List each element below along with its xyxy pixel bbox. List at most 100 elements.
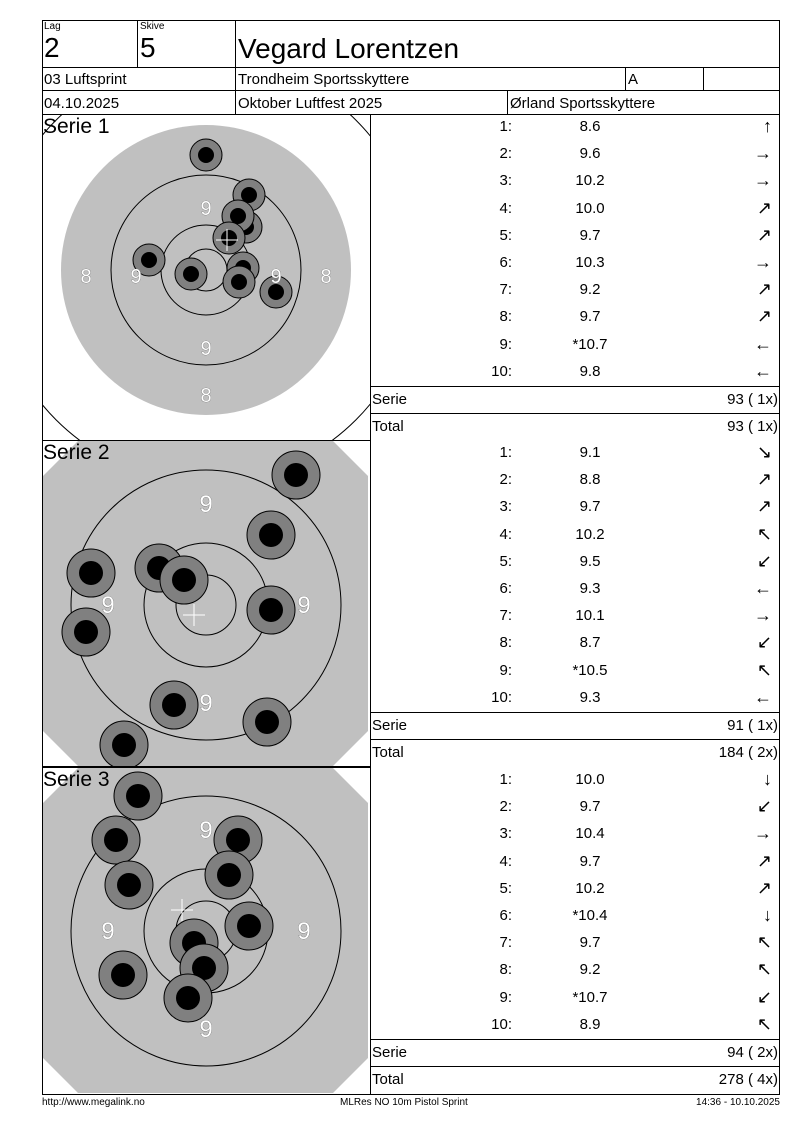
shot-direction-icon: → — [754, 143, 772, 164]
event: Oktober Luftfest 2025 — [238, 95, 383, 112]
shot-direction-icon: ↙ — [756, 550, 772, 571]
center-cross-icon — [171, 899, 193, 921]
total-score: 93 ( 1x) — [727, 418, 778, 435]
shot-inner — [230, 208, 246, 224]
shot-direction-icon: ↙ — [756, 796, 772, 817]
shot-score: 9.3 — [579, 688, 601, 706]
center-cross-icon — [216, 229, 238, 251]
shot-score: 9.1 — [579, 444, 601, 461]
shot-hole — [246, 510, 296, 560]
shot-hole — [149, 680, 199, 730]
ring-label: 9 — [270, 266, 281, 288]
shot-score: 9.7 — [579, 934, 601, 952]
shot-inner — [104, 828, 128, 852]
shot-hole — [224, 901, 274, 951]
lag-value: 2 — [44, 32, 60, 63]
group: A — [628, 71, 639, 88]
shot-hole — [132, 243, 166, 277]
shot-inner — [183, 266, 199, 282]
shot-score: 8.7 — [579, 634, 601, 652]
shot-direction-icon: ↖ — [756, 659, 772, 680]
date: 04.10.2025 — [44, 95, 120, 112]
serie-label: Serie — [372, 717, 408, 734]
shot-row: 2:8.8↗ — [370, 467, 780, 494]
shot-direction-icon: ↖ — [756, 932, 772, 953]
ring-9 — [70, 795, 342, 1067]
event-cell: Oktober Luftfest 2025 — [235, 90, 508, 115]
shot-direction-icon: ← — [754, 686, 772, 707]
shot-score: 10.2 — [575, 525, 605, 543]
series-title: Serie 3 — [43, 768, 110, 791]
serie-label: Serie — [372, 1044, 408, 1061]
shot-number: 9: — [499, 661, 512, 679]
shot-direction-icon: → — [754, 252, 772, 272]
shot-score: 10.4 — [575, 825, 605, 843]
date-cell: 04.10.2025 — [42, 90, 236, 115]
shot-number: 1: — [499, 444, 512, 461]
shot-row: 8:8.7↙ — [370, 630, 780, 657]
series-title: Serie 2 — [43, 441, 110, 464]
shot-direction-icon: ↙ — [756, 986, 772, 1007]
serie-score: 93 ( 1x) — [727, 391, 778, 408]
shot-number: 4: — [499, 199, 512, 217]
shot-hole — [66, 548, 116, 598]
shot-row: 9:*10.7↙ — [370, 985, 780, 1012]
serie-score: 94 ( 2x) — [727, 1044, 778, 1061]
shot-row: 8:9.7↗ — [370, 304, 780, 331]
shot-score: 10.2 — [575, 172, 605, 190]
shot-number: 7: — [499, 934, 512, 952]
empty-cell — [703, 67, 780, 91]
shot-hole — [212, 221, 246, 255]
shot-direction-icon: → — [754, 823, 772, 844]
shot-score: *10.5 — [572, 661, 608, 679]
shot-number: 10: — [491, 362, 512, 380]
total-score: 278 ( 4x) — [718, 1071, 778, 1088]
shot-direction-icon: ↗ — [756, 469, 772, 490]
shot-inner — [226, 828, 250, 852]
shot-direction-icon: ↗ — [756, 850, 772, 871]
shot-row: 4:9.7↗ — [370, 849, 780, 876]
shot-direction-icon: ↙ — [756, 632, 772, 653]
ring-9 — [110, 174, 302, 366]
ring-label: 9 — [130, 266, 141, 288]
shot-score: 9.7 — [579, 852, 601, 870]
shot-row: 7: 9.7 ↖ — [370, 930, 780, 957]
shot-inner — [172, 568, 196, 592]
shot-row: 2:9.6→ — [370, 141, 780, 168]
shot-direction-icon: ← — [754, 333, 772, 354]
shot-row: 5:10.2↗ — [370, 876, 780, 903]
shot-score: 10.3 — [575, 254, 605, 271]
total-score: 184 ( 2x) — [718, 744, 778, 761]
shot-row: 3:9.7↗ — [370, 494, 780, 521]
shot-hole — [163, 973, 213, 1023]
shot-number: 9: — [499, 988, 512, 1006]
group-cell: A — [625, 67, 704, 91]
footer-program: MLRes NO 10m Pistol Sprint — [340, 1097, 468, 1108]
footer-url[interactable]: http://www.megalink.no — [42, 1097, 145, 1108]
ring-label: 8 — [320, 266, 331, 288]
shot-inner — [79, 561, 103, 585]
shot-direction-icon: ↖ — [756, 523, 772, 544]
shot-inner — [162, 693, 186, 717]
shot-score: 9.6 — [579, 145, 601, 163]
shot-row: 7:10.1→ — [370, 603, 780, 630]
ring-label: 9 — [101, 592, 114, 619]
shot-row: 10:9.3← — [370, 685, 780, 712]
shot-number: 5: — [499, 552, 512, 570]
ring-9 — [70, 469, 342, 741]
shot-row: 3:10.2→ — [370, 168, 780, 195]
shot-inner — [231, 274, 247, 290]
shot-row: 1:9.1↘ — [370, 440, 780, 467]
shot-hole — [271, 450, 321, 500]
shot-score: *10.7 — [572, 335, 608, 353]
shot-row: 6:9.3← — [370, 576, 780, 603]
shot-inner — [112, 733, 136, 757]
shot-direction-icon: ← — [754, 578, 772, 598]
shot-row: 1:8.6↑ — [370, 114, 780, 141]
shot-score: 10.0 — [575, 771, 605, 788]
series-title: Serie 1 — [43, 115, 110, 138]
